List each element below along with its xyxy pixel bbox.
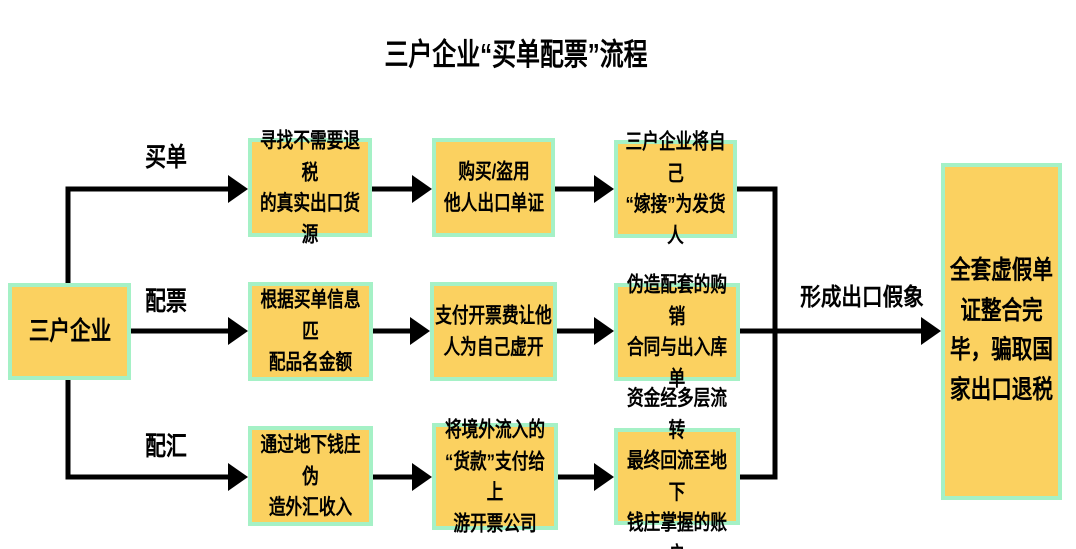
step-box-row1-1: 寻找不需要退税 的真实出口货源 [248, 129, 372, 245]
step-box-row2-1: 根据买单信息匹 配品名金额 [248, 282, 373, 381]
step-box-row3-2: 将境外流入的 “货款”支付给上 游开票公司 [432, 418, 558, 534]
step-text: 资金经多层流转 最终回流至地下 钱庄掌握的账户 [627, 386, 727, 549]
diagram-title: 三户企业“买单配票”流程 [0, 34, 1033, 72]
step-text: 根据买单信息匹 配品名金额 [260, 288, 361, 374]
step-text: 购买/盗用 他人出口单证 [443, 160, 544, 215]
step-box-row3-3: 资金经多层流转 最终回流至地下 钱庄掌握的账户 [614, 387, 740, 549]
step-box-row3-1: 通过地下钱庄伪 造外汇收入 [248, 426, 373, 526]
result-box-fraud-outcome: 全套虚假单 证整合完 毕，骗取国 家出口退税 [941, 163, 1062, 500]
step-box-row2-2: 支付开票费让他 人为自己虚开 [430, 282, 557, 381]
diagram-title-text: 三户企业“买单配票”流程 [384, 36, 649, 72]
step-box-row2-3: 伪造配套的购销 合同与出入库单 [614, 273, 740, 390]
step-box-row1-2: 购买/盗用 他人出口单证 [432, 138, 555, 237]
step-text: 通过地下钱庄伪 造外汇收入 [260, 432, 361, 519]
step-text: 将境外流入的 “货款”支付给上 游开票公司 [445, 417, 545, 535]
step-text: 支付开票费让他 人为自己虚开 [435, 304, 552, 359]
step-box-row1-3: 三户企业将自己 “嫁接”为发货人 [614, 130, 737, 247]
branch-label-match-ticket: 配票 [145, 285, 187, 316]
branch-label-match-forex: 配汇 [145, 430, 187, 461]
branch-label-buy-order: 买单 [145, 141, 187, 172]
step-text: 伪造配套的购销 合同与出入库单 [627, 273, 727, 390]
convergence-label: 形成出口假象 [800, 284, 924, 311]
root-box-label: 三户企业 [28, 317, 111, 346]
root-box-three-enterprises: 三户企业 [8, 283, 131, 380]
step-text: 三户企业将自己 “嫁接”为发货人 [625, 130, 726, 247]
step-text: 寻找不需要退税 的真实出口货源 [260, 128, 360, 246]
result-box-label: 全套虚假单 证整合完 毕，骗取国 家出口退税 [950, 256, 1053, 405]
